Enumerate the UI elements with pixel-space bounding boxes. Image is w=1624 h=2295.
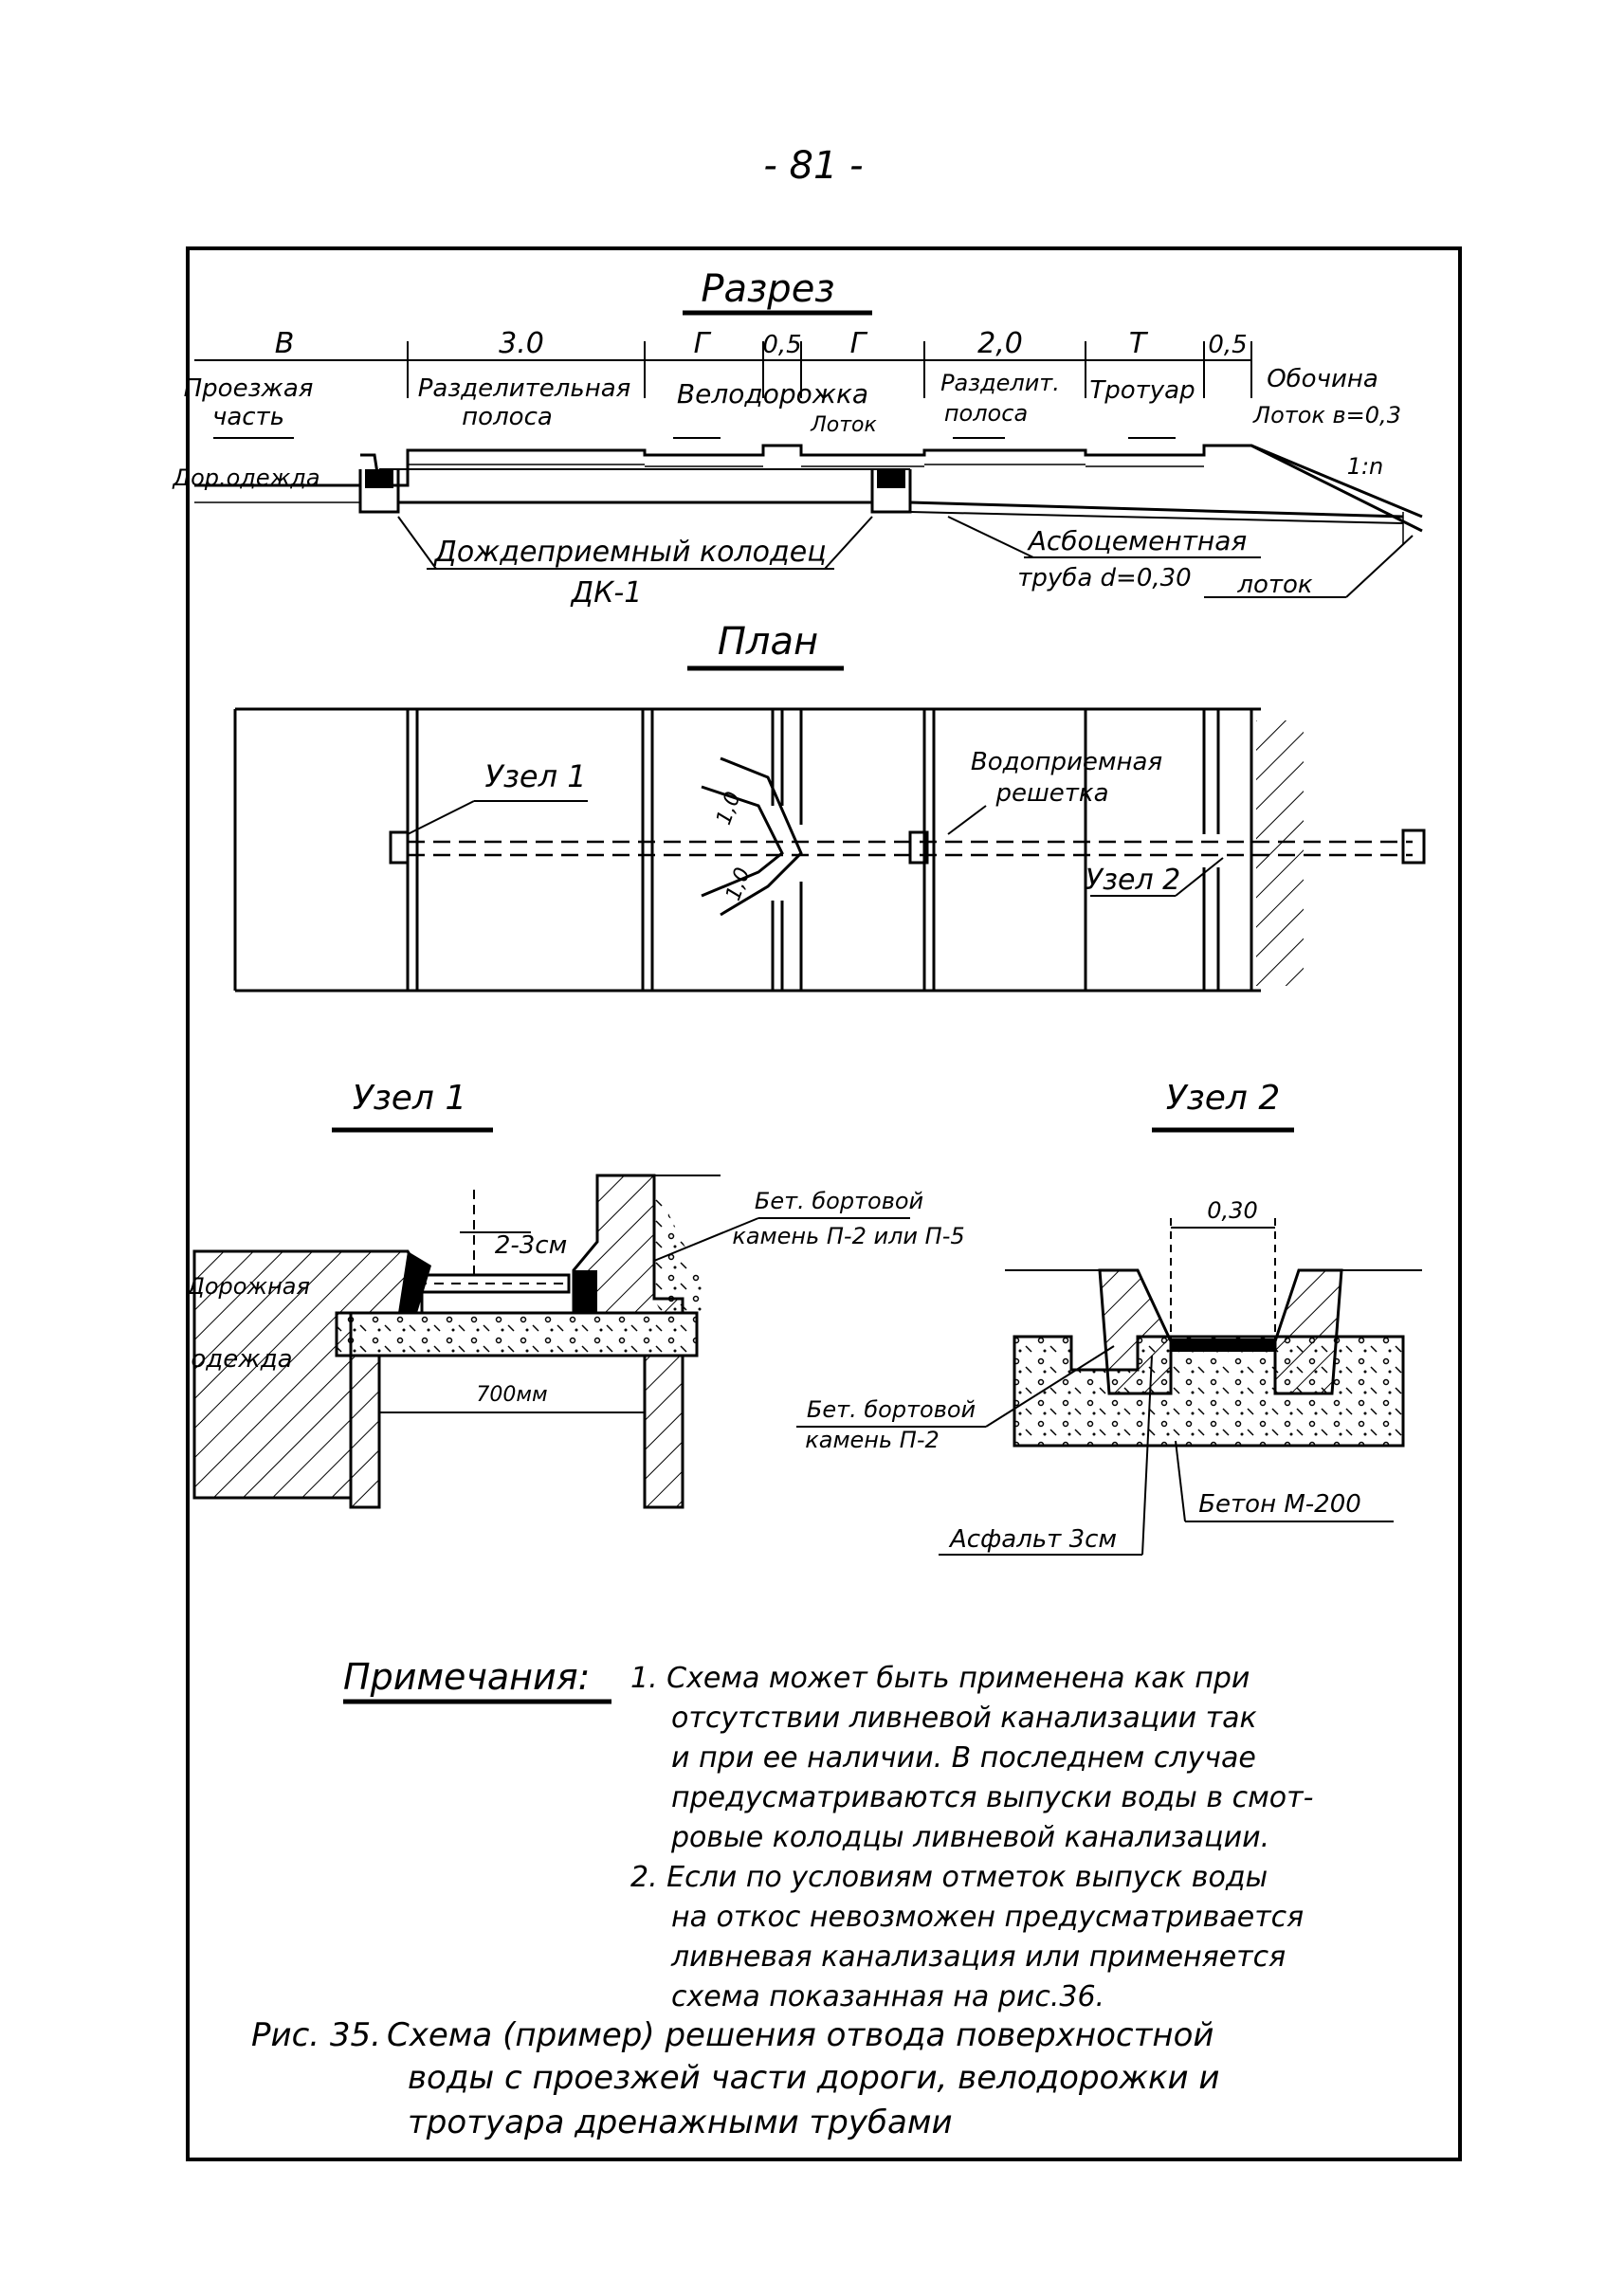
node1-width: 700мм xyxy=(476,1383,547,1407)
node2-width: 0,30 xyxy=(1207,1197,1257,1224)
note-line-4: предусматриваются выпуски воды в смот- xyxy=(671,1781,1313,1814)
label-pipe-1: Асбоцементная xyxy=(1027,525,1248,556)
dim-bike-left: Г xyxy=(694,327,712,360)
label-carriageway-1: Проезжая xyxy=(184,374,314,403)
plan-node1: Узел 1 xyxy=(484,758,586,794)
pipe-leader xyxy=(947,516,1034,558)
label-pipe-2: труба d=0,30 xyxy=(1017,564,1191,592)
note-line-3: и при ее наличии. В последнем случае xyxy=(671,1741,1256,1775)
page-number: - 81 - xyxy=(763,144,863,188)
plan-grate-2: решетка xyxy=(994,779,1108,808)
plan-dim-a: 1,0 xyxy=(712,789,745,828)
note-line-2: отсутствии ливневой канализации так xyxy=(671,1702,1257,1735)
note-line-8: ливневая канализация или применяется xyxy=(670,1940,1286,1974)
label-divider2-1: Разделит. xyxy=(940,370,1060,396)
label-divider-2: полоса xyxy=(462,403,553,431)
note-line-5: ровые колодцы ливневой канализации. xyxy=(670,1821,1269,1854)
section-dimension-line xyxy=(194,341,1252,398)
node2-curb-1: Бет. бортовой xyxy=(807,1396,976,1423)
note-line-6: 2. Если по условиям отметок выпуск воды xyxy=(630,1861,1268,1894)
note-line-7: на откос невозможен предусматривается xyxy=(671,1901,1304,1934)
label-divider-1: Разделительная xyxy=(418,374,631,403)
dim-carriageway: В xyxy=(275,327,295,360)
well-leaders xyxy=(397,516,873,570)
label-carriageway-2: часть xyxy=(212,403,284,431)
node1-pavement-1: Дорожная xyxy=(186,1273,310,1300)
label-divider2-2: полоса xyxy=(944,400,1028,427)
dim-tray: 0,5 xyxy=(762,331,801,359)
dim-divider: 3.0 xyxy=(499,327,544,360)
node2-asphalt: Асфальт 3см xyxy=(948,1525,1117,1554)
section-title: Разрез xyxy=(701,267,834,311)
node2-curb-2: камень П-2 xyxy=(805,1427,940,1453)
label-sidewalk: Тротуар xyxy=(1089,376,1195,405)
node2-title: Узел 2 xyxy=(1166,1079,1281,1118)
note-line-1: 1. Схема может быть применена как при xyxy=(630,1662,1250,1695)
dim-bike-right: Г xyxy=(850,327,868,360)
note-line-9: схема показанная на рис.36. xyxy=(671,1980,1104,2013)
label-bikeway: Велодорожка xyxy=(677,378,868,410)
label-well-code: ДК-1 xyxy=(570,576,643,610)
plan-title: План xyxy=(718,620,818,664)
node2-drawing xyxy=(1005,1218,1422,1448)
label-tray-small: Лоток xyxy=(810,413,877,437)
node1-title: Узел 1 xyxy=(353,1079,467,1118)
label-road-pavement: Дор.одежда xyxy=(172,464,319,491)
dim-shoulder: 0,5 xyxy=(1208,331,1247,359)
node2-concrete: Бетон М-200 xyxy=(1198,1490,1361,1519)
label-shoulder: Обочина xyxy=(1267,365,1378,393)
plan-drawing xyxy=(233,707,1426,993)
sheet-frame xyxy=(186,246,1462,2161)
node1-drawing xyxy=(192,1174,721,1509)
label-tray-width: Лоток в=0,3 xyxy=(1252,402,1401,428)
section-profile xyxy=(194,444,1423,545)
dim-sidewalk: Т xyxy=(1129,327,1149,360)
plan-grate-1: Водоприемная xyxy=(971,748,1162,776)
node1-depth: 2-3см xyxy=(495,1231,567,1260)
caption-line-3: тротуара дренажными трубами xyxy=(408,2104,953,2141)
caption-line-1: Схема (пример) решения отвода поверхност… xyxy=(387,2016,1214,2054)
label-slope: 1:n xyxy=(1347,453,1384,480)
notes-heading: Примечания: xyxy=(343,1656,590,1698)
node1-curb-2: камень П-2 или П-5 xyxy=(732,1223,964,1249)
label-well: Дождеприемный колодец xyxy=(432,536,826,569)
node1-pavement-2: одежда xyxy=(191,1345,292,1374)
dim-divider2: 2,0 xyxy=(977,327,1023,360)
plan-node2: Узел 2 xyxy=(1086,864,1181,897)
caption-label: Рис. 35. xyxy=(251,2016,381,2054)
caption-line-2: воды с проезжей части дороги, велодорожк… xyxy=(408,2059,1220,2097)
label-tray-bottom: лоток xyxy=(1236,571,1313,599)
node1-curb-1: Бет. бортовой xyxy=(755,1188,923,1214)
